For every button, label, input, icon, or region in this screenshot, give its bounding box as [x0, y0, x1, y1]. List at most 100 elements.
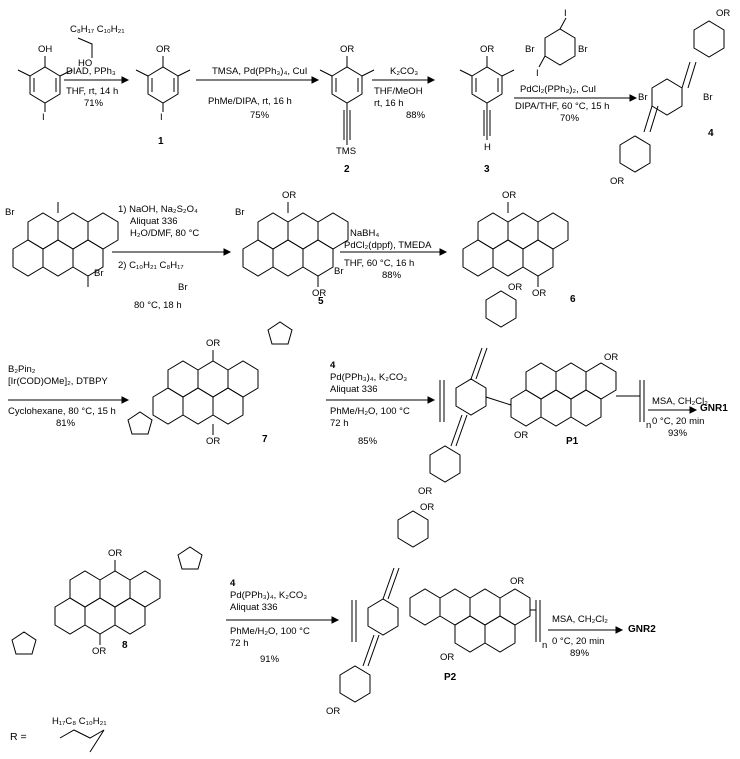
row4-arrow1-time: 72 h — [230, 638, 249, 649]
compound-4-structure — [619, 20, 725, 173]
compound-1-label: 1 — [158, 136, 164, 147]
atom-or-p1-core-bottom: OR — [514, 430, 529, 441]
atom-or-4-bottom: OR — [610, 176, 625, 187]
compound-7-label: 7 — [262, 434, 268, 445]
reagent-hydroxyl: HO — [78, 58, 93, 69]
atom-i-reagent-bottom: I — [536, 68, 539, 79]
compound-2-structure — [319, 56, 375, 145]
atom-or-p1-core-top: OR — [604, 352, 619, 363]
atom-br-sm-left: Br — [5, 207, 15, 218]
atom-oh: OH — [38, 44, 53, 55]
row3-arrow2-conditions: PhMe/H₂O, 100 °C — [330, 406, 410, 417]
row4-arrow2-yield: 89% — [570, 648, 590, 659]
row4-arrow2-conditions: 0 °C, 20 min — [552, 636, 605, 647]
row4-arrow1-conditions: PhMe/H₂O, 100 °C — [230, 626, 310, 637]
compound-4-label: 4 — [708, 128, 714, 139]
row4-arrow1-yield: 91% — [260, 654, 280, 665]
row2-step1: 1) NaOH, Na₂S₂O₄ — [118, 204, 198, 215]
polymer-P2-label: P2 — [444, 672, 457, 683]
row3-arrow1-boron: B₂Pin₂ — [8, 364, 36, 375]
arrow4-conditions: DIPA/THF, 60 °C, 15 h — [515, 101, 610, 112]
atom-or-3: OR — [480, 44, 495, 55]
arrow3-yield: 88% — [406, 110, 426, 121]
atom-iodine: I — [42, 112, 45, 123]
p1-repeat-n: n — [646, 420, 652, 431]
r-definition-label: R = — [10, 731, 27, 743]
row3-arrow2-monomer: 4 — [330, 360, 336, 371]
row4-arrow1-additive: Aliquat 336 — [230, 602, 278, 613]
row3-arrow1-yield: 81% — [56, 418, 76, 429]
arrow1-conditions: THF, rt, 14 h — [66, 86, 119, 97]
atom-br-sm-right: Br — [94, 268, 104, 279]
atom-br-5-left: Br — [235, 207, 245, 218]
atom-or-7-top: OR — [206, 338, 221, 349]
row2-step2-br: Br — [178, 282, 188, 293]
atom-br-4-right: Br — [703, 92, 713, 103]
row3-arrow3-yield: 93% — [668, 428, 688, 439]
arrow2-reagent: TMSA, Pd(PPh₃)₄, CuI — [212, 66, 308, 77]
atom-i-reagent-top: I — [564, 8, 567, 19]
reagent-alcohol-chain — [77, 37, 93, 58]
row3-arrow1-catalyst: [Ir(COD)OMe]₂, DTBPY — [8, 376, 108, 387]
atom-or-7-bottom: OR — [206, 436, 221, 447]
atom-or-p2-top: OR — [420, 502, 435, 513]
arrow1-yield: 71% — [84, 98, 104, 109]
compound-6-structure — [462, 202, 569, 287]
polymer-P1-label: P1 — [566, 436, 579, 447]
r-chain-structure — [59, 729, 105, 753]
row2-arrow-conditions: THF, 60 °C, 16 h — [344, 258, 415, 269]
atom-br-reagent-right: Br — [578, 44, 588, 55]
arrow3-reagent: K₂CO₃ — [390, 66, 419, 77]
atom-or-1: OR — [156, 44, 171, 55]
row2-arrow-reductant: NaBH₄ — [350, 228, 380, 239]
compound-7-structure — [127, 321, 293, 435]
compound-5-structure — [242, 202, 349, 287]
atom-or-p1-bottom: OR — [418, 486, 433, 497]
compound-6-label: 6 — [570, 294, 576, 305]
row2-arrow-catalyst: PdCl₂(dppf), TMEDA — [344, 240, 432, 251]
atom-br-4-left: Br — [638, 92, 648, 103]
product-GNR2: GNR2 — [628, 624, 656, 635]
compound-3-label: 3 — [484, 164, 490, 175]
row3-arrow2-time: 72 h — [330, 418, 349, 429]
polymer-P1-structure — [429, 290, 645, 483]
atom-iodine-1: I — [160, 112, 163, 123]
row2-step1-conditions: H₂O/DMF, 80 °C — [130, 228, 200, 239]
row3-arrow3-reagent: MSA, CH₂Cl₂ — [652, 396, 708, 407]
arrow3-conditions: rt, 16 h — [374, 98, 404, 109]
p2-repeat-n: n — [542, 640, 548, 651]
row2-step2-conditions: 80 °C, 18 h — [134, 300, 182, 311]
compound-8-structure — [11, 546, 203, 655]
row3-arrow3-conditions: 0 °C, 20 min — [652, 416, 705, 427]
row2-step2: 2) C₁₀H₂₁ C₈H₁₇ — [118, 260, 184, 271]
row4-arrow1-monomer: 4 — [230, 578, 236, 589]
row4-arrow2-reagent: MSA, CH₂Cl₂ — [552, 614, 608, 625]
atom-or-5-bottom: OR — [312, 288, 327, 299]
phenol-iodide-structure — [17, 56, 73, 112]
dibromo-anthanthrone-structure — [12, 202, 119, 287]
atom-or-6-top: OR — [502, 190, 517, 201]
atom-or-p2-core-bottom: OR — [440, 652, 455, 663]
reagent-alcohol-label: C₈H₁₇ C₁₀H₂₁ — [70, 24, 125, 35]
atom-or-2: OR — [340, 44, 355, 55]
dibromo-diiodobenzene-structure — [538, 17, 576, 68]
row2-arrow-yield: 88% — [382, 270, 402, 281]
row2-step1-catalyst: Aliquat 336 — [130, 216, 178, 227]
compound-2-label: 2 — [344, 164, 350, 175]
arrow3-solvent: THF/MeOH — [374, 86, 423, 97]
row3-arrow2-catalyst: Pd(PPh₃)₄, K₂CO₃ — [330, 372, 408, 383]
row4-arrow1-catalyst: Pd(PPh₃)₄, K₂CO₃ — [230, 590, 308, 601]
atom-tms: TMS — [336, 146, 357, 157]
arrow4-yield: 70% — [560, 113, 580, 124]
atom-or-4-top: OR — [716, 8, 731, 19]
atom-or-p2-core-top: OR — [510, 576, 525, 587]
row3-arrow1-conditions: Cyclohexane, 80 °C, 15 h — [8, 406, 116, 417]
polymer-P2-structure — [339, 510, 541, 703]
atom-or-8-bottom: OR — [92, 646, 107, 657]
atom-or-6-bottom: OR — [532, 288, 547, 299]
row3-arrow2-yield: 85% — [358, 436, 378, 447]
atom-br-5-right: Br — [334, 266, 344, 277]
compound-3-structure — [459, 56, 515, 140]
arrow1-reagent: DIAD, PPh₃ — [66, 66, 116, 77]
